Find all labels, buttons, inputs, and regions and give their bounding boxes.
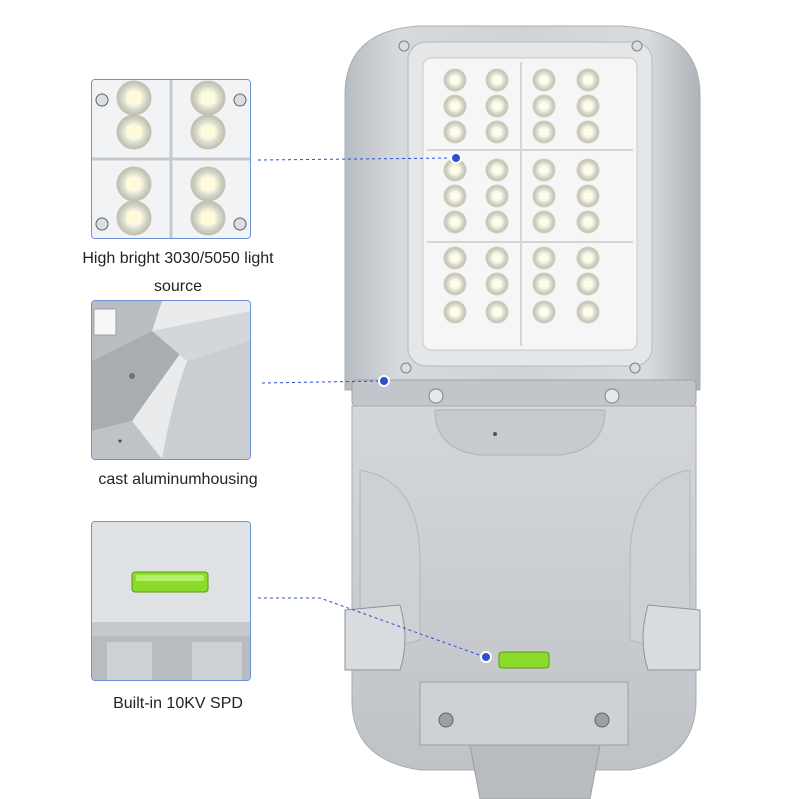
- inset-led-die: [201, 92, 215, 104]
- spd-closeup-inset: [91, 521, 251, 681]
- inset-led-die: [127, 212, 141, 224]
- callout-label-housing: cast aluminumhousing: [98, 471, 258, 488]
- led-die: [540, 103, 548, 109]
- led-die: [451, 255, 459, 261]
- led-die: [540, 167, 548, 173]
- led-closeup-image: [92, 80, 250, 238]
- led-die: [493, 255, 501, 261]
- inset-led-die: [201, 126, 215, 138]
- callout-line-2: [261, 380, 384, 384]
- housing-closeup-image: [92, 301, 250, 459]
- led-die: [540, 129, 548, 135]
- led-die: [540, 219, 548, 225]
- led-die: [451, 193, 459, 199]
- spd-indicator: [498, 651, 550, 669]
- callout-dot-1: [450, 152, 462, 164]
- led-die: [493, 129, 501, 135]
- led-die: [540, 193, 548, 199]
- callout-label-spd: Built-in 10KV SPD: [113, 695, 243, 712]
- housing-closeup-inset: [91, 300, 251, 460]
- led-die: [584, 167, 592, 173]
- inset-led-die: [127, 126, 141, 138]
- led-die: [584, 193, 592, 199]
- led-die: [584, 103, 592, 109]
- inset-led-die: [201, 178, 215, 190]
- led-closeup-inset: [91, 79, 251, 239]
- inset-led-die: [127, 92, 141, 104]
- led-die: [540, 281, 548, 287]
- spd-closeup-image: [92, 522, 250, 680]
- inset-led-die: [201, 212, 215, 224]
- led-die: [451, 309, 459, 315]
- led-die: [493, 77, 501, 83]
- led-die: [451, 281, 459, 287]
- led-die: [584, 281, 592, 287]
- lower-housing: [351, 405, 697, 771]
- led-die: [451, 167, 459, 173]
- callout-line-3: [258, 597, 486, 658]
- callout-dot-2: [378, 375, 390, 387]
- callout-line-1: [257, 157, 456, 161]
- led-die: [584, 219, 592, 225]
- led-die: [493, 103, 501, 109]
- led-die: [584, 129, 592, 135]
- mount-bracket: [419, 681, 629, 746]
- led-die: [493, 309, 501, 315]
- led-array: [427, 62, 633, 346]
- led-die: [540, 309, 548, 315]
- led-die: [493, 281, 501, 287]
- hinge-strip: [351, 379, 697, 407]
- inset-led-die: [127, 178, 141, 190]
- led-die: [584, 309, 592, 315]
- led-die: [493, 193, 501, 199]
- led-die: [451, 103, 459, 109]
- pole-arm: [469, 744, 601, 799]
- callout-label-light-source: High bright 3030/5050 light source: [82, 250, 274, 295]
- led-die: [540, 77, 548, 83]
- led-die: [451, 219, 459, 225]
- led-die: [451, 129, 459, 135]
- led-die: [584, 77, 592, 83]
- led-die: [493, 219, 501, 225]
- led-die: [540, 255, 548, 261]
- led-die: [584, 255, 592, 261]
- led-die: [451, 77, 459, 83]
- callout-dot-3: [480, 651, 492, 663]
- led-die: [493, 167, 501, 173]
